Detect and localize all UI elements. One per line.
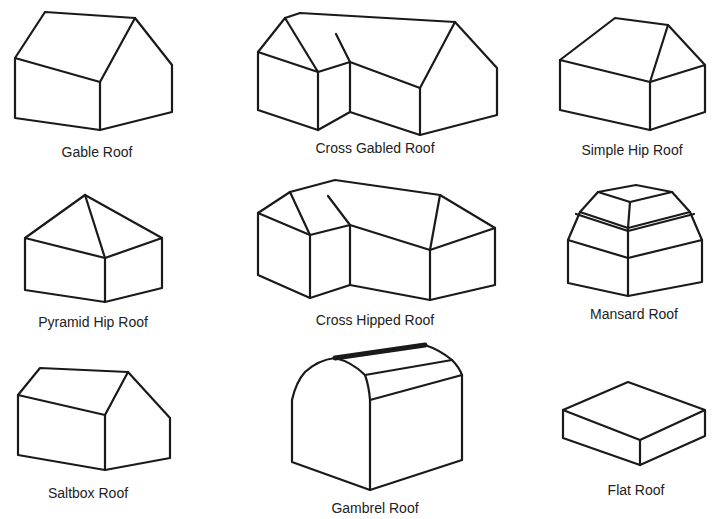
cross-hipped-roof-drawing [258, 180, 495, 300]
saltbox-roof-drawing [18, 368, 170, 470]
roof-label: Simple Hip Roof [581, 142, 682, 158]
mansard-roof-drawing [568, 185, 702, 296]
roof-label: Saltbox Roof [48, 485, 128, 501]
pyramid-hip-roof-drawing [25, 195, 162, 302]
roof-label: Gambrel Roof [331, 500, 418, 516]
cross-gabled-roof-drawing [258, 13, 497, 135]
roof-label: Cross Hipped Roof [316, 312, 434, 328]
gambrel-roof-drawing [292, 345, 462, 490]
roof-label: Gable Roof [62, 144, 133, 160]
roof-label: Pyramid Hip Roof [38, 314, 148, 330]
roof-label: Cross Gabled Roof [315, 140, 434, 156]
simple-hip-roof-drawing [560, 18, 705, 130]
flat-roof-drawing [563, 382, 705, 465]
gable-roof-drawing [15, 12, 172, 130]
roof-label: Flat Roof [608, 482, 665, 498]
roof-label: Mansard Roof [590, 306, 678, 322]
